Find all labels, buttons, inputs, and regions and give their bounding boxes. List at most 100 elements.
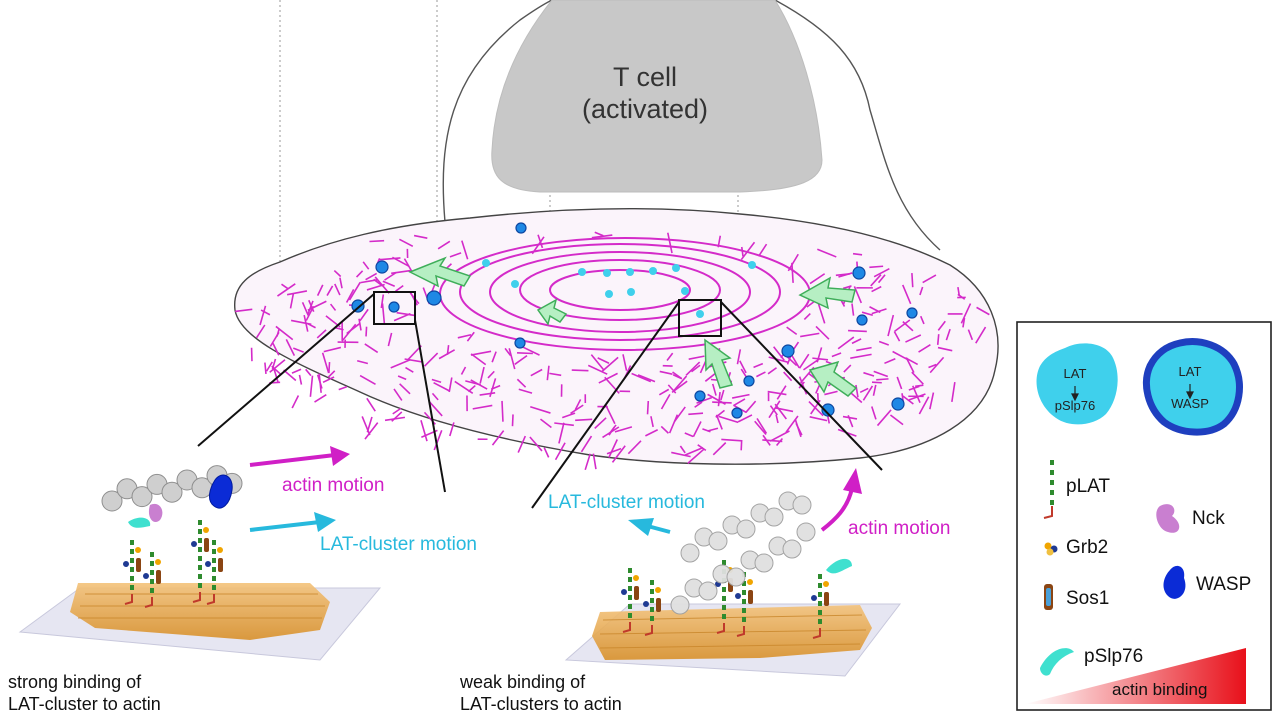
actin-filament (273, 368, 279, 383)
actin-filament (348, 281, 361, 301)
plat-segment (198, 547, 202, 552)
right-pslp76 (826, 558, 852, 574)
plat-segment (722, 560, 726, 565)
plat-segment (130, 567, 134, 572)
actin-filament (717, 391, 721, 407)
actin-filament (928, 363, 937, 369)
plat-tail (206, 594, 215, 605)
left-pslp76 (128, 517, 151, 528)
actin-filament (431, 392, 439, 401)
actin-filament (892, 350, 908, 360)
actin-filament (334, 283, 341, 296)
actin-filament (305, 368, 312, 377)
actin-filament (645, 429, 659, 437)
actin-filament (448, 377, 453, 393)
actin-filament (718, 415, 739, 424)
actin-filament (431, 378, 442, 384)
actin-filament (396, 311, 415, 317)
actin-filament (530, 405, 551, 414)
plat-segment (198, 583, 202, 588)
actin-filament (873, 267, 890, 278)
actin-filament (853, 286, 863, 304)
actin-filament (967, 329, 974, 341)
actin-filament (918, 396, 930, 415)
legend-plat-icon (1043, 460, 1054, 519)
plat-segment (130, 558, 134, 563)
actin-filament (587, 364, 608, 375)
actin-filament (815, 325, 830, 340)
actin-filament (905, 334, 922, 343)
actin-filament (574, 399, 582, 411)
actin-filament (460, 366, 467, 375)
actin-filament (855, 384, 859, 398)
actin-bead (161, 481, 183, 503)
actin-filament (366, 416, 373, 433)
actin-filament (871, 308, 887, 315)
actin-filament (382, 280, 396, 287)
plat-segment (650, 580, 654, 585)
actin-filament (608, 439, 618, 458)
actin-filament (631, 372, 652, 383)
actin-filament (281, 283, 289, 290)
actin-filament (366, 283, 385, 291)
actin-filament (606, 447, 622, 455)
actin-filament (650, 416, 654, 428)
actin-filament (329, 303, 337, 311)
actin-filament (659, 370, 673, 375)
legend-label-grb2: Grb2 (1066, 537, 1109, 558)
actin-filament (684, 432, 694, 438)
actin-filament (702, 428, 711, 433)
plat-segment (742, 599, 746, 604)
actin-filament (696, 396, 712, 404)
grb2-blob (203, 527, 209, 533)
caption-strong-line1: strong binding of (8, 672, 142, 692)
actin-filament (333, 269, 342, 278)
actin-filament (692, 421, 702, 438)
actin-filament (861, 311, 873, 317)
grb2-blob (633, 575, 639, 581)
plat-segment (650, 616, 654, 621)
legend-grb2-icon (1044, 542, 1058, 556)
sos1-blob (748, 590, 753, 604)
actin-filament (570, 404, 584, 415)
legend-blob-lat-pslp76 (1036, 343, 1118, 425)
actin-filament (391, 269, 412, 275)
actin-filament (688, 355, 705, 360)
actin-filament (775, 414, 779, 424)
actin-filament (590, 354, 605, 371)
actin-bead (796, 522, 816, 542)
actin-filament (791, 262, 794, 283)
actin-bead (101, 490, 123, 512)
caption-weak-line1: weak binding of (460, 672, 586, 692)
actin-filament (446, 345, 450, 355)
plat-segment (150, 588, 154, 593)
actin-filament (887, 314, 895, 337)
actin-filament (605, 405, 616, 425)
actin-filament (785, 415, 799, 433)
actin-filament (272, 342, 280, 356)
actin-filament (540, 418, 552, 429)
actin-filament (856, 346, 872, 352)
plat-segment (150, 561, 154, 566)
actin-filament (877, 274, 886, 284)
actin-filament (554, 442, 566, 461)
actin-filament (918, 344, 931, 353)
grb2-blob (643, 601, 649, 607)
actin-filament (859, 387, 869, 394)
actin-filament (530, 368, 543, 377)
plat-segment (212, 549, 216, 554)
actin-filament (286, 290, 308, 296)
plat-tail (192, 592, 201, 603)
actin-filament (871, 381, 882, 384)
cell-body-outline (442, 0, 941, 251)
actin-filament (707, 393, 726, 405)
actin-filament (685, 361, 701, 376)
actin-filament (356, 359, 369, 365)
lat-clusters-central (482, 259, 756, 318)
actin-filament (487, 370, 495, 379)
actin-filament (688, 412, 704, 416)
plat-segment (150, 552, 154, 557)
grb2-blob (123, 561, 129, 567)
plat-segment (198, 565, 202, 570)
plat-segment (198, 556, 202, 561)
